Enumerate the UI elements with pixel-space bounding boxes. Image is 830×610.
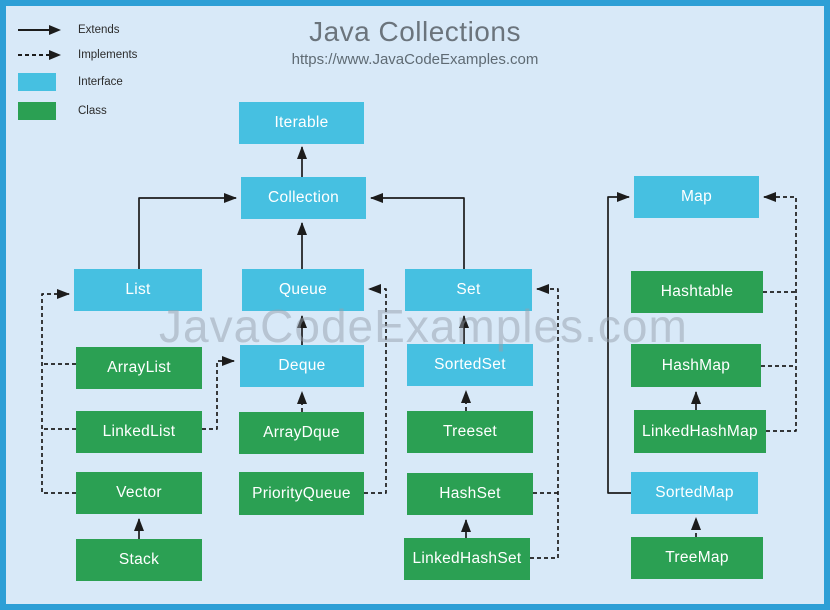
edges-layer xyxy=(41,146,797,559)
legend-class: Class xyxy=(18,99,137,123)
legend-implements-label: Implements xyxy=(78,49,138,61)
legend-interface: Interface xyxy=(18,70,137,94)
class-swatch xyxy=(18,102,56,120)
legend-class-label: Class xyxy=(78,105,107,117)
extends-arrow-icon xyxy=(18,24,62,36)
edge-linkedlist-implements-deque xyxy=(202,356,235,430)
legend-extends-label: Extends xyxy=(78,24,120,36)
edge-sortedmap-extends-map xyxy=(607,192,631,494)
edge-list-extends-collection xyxy=(138,193,237,269)
edge-vector-implements-list xyxy=(41,289,76,494)
legend: Extends Implements Interface Class xyxy=(18,20,137,128)
legend-extends: Extends xyxy=(18,20,137,40)
edge-linkedhashset-implements-set xyxy=(530,284,559,559)
interface-swatch xyxy=(18,73,56,91)
implements-arrow-icon xyxy=(18,49,62,61)
edge-set-extends-collection xyxy=(370,193,465,269)
legend-interface-label: Interface xyxy=(78,76,123,88)
edge-linkedhashmap-implements-map xyxy=(763,192,797,432)
legend-implements: Implements xyxy=(18,45,137,65)
edge-priorityqueue-implements-queue xyxy=(364,284,387,494)
